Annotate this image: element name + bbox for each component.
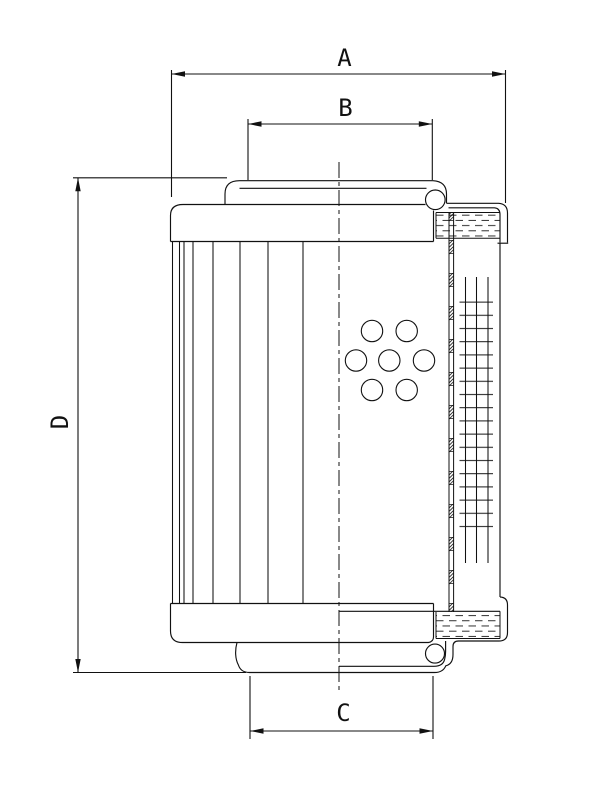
bottom-end-cap xyxy=(169,602,500,644)
dimension-b xyxy=(247,119,433,180)
outer-shell-top-band xyxy=(446,202,509,244)
dim-c-label: C xyxy=(336,699,350,727)
core-tube-walls xyxy=(448,212,455,612)
dim-d-arrow-top xyxy=(75,177,81,192)
core-tube xyxy=(448,212,455,612)
dim-c-arrow-right xyxy=(419,728,433,734)
bottom-gasket-borders xyxy=(435,611,501,639)
dimension-d xyxy=(73,177,246,674)
bottom-spigot xyxy=(235,641,447,674)
shell-bottom-outer xyxy=(434,596,509,674)
top-gasket-borders xyxy=(435,212,500,239)
dimension-a xyxy=(170,70,507,203)
top-cap-left-and-top xyxy=(169,203,426,242)
spigot-inner xyxy=(339,641,447,667)
shell-top-outer xyxy=(446,202,509,243)
dim-b-arrow-left xyxy=(248,121,262,127)
hole xyxy=(412,349,436,372)
dim-a-label: A xyxy=(337,44,352,72)
top-collar xyxy=(224,180,448,205)
dimension-c xyxy=(249,676,434,739)
hole xyxy=(360,378,384,402)
dim-c-arrow-left xyxy=(250,728,264,734)
hole xyxy=(344,349,368,372)
pleated-media xyxy=(171,242,304,604)
dim-b-extension-lines xyxy=(247,119,433,180)
hole xyxy=(378,349,401,372)
mesh-vertical-wires xyxy=(464,277,489,563)
top-collar-outer xyxy=(224,180,448,205)
dim-a-arrow-right xyxy=(492,71,506,77)
dim-d-label: D xyxy=(46,415,74,429)
hole xyxy=(395,378,418,402)
core-tube-segments xyxy=(449,212,454,612)
top-adhesive-gasket xyxy=(435,212,500,239)
dim-a-extension-lines xyxy=(170,70,507,203)
shell-top-inner xyxy=(448,207,501,243)
hole xyxy=(360,319,384,343)
bottom-oring xyxy=(424,643,446,664)
dim-d-extension-lines xyxy=(73,177,246,674)
bottom-adhesive-gasket xyxy=(435,611,501,639)
spigot-outer xyxy=(235,642,435,674)
dim-b-arrow-right xyxy=(418,121,433,127)
top-oring xyxy=(424,189,446,211)
outer-shell-bottom-band xyxy=(434,596,509,674)
top-end-cap xyxy=(169,203,435,243)
dim-d-arrow-bottom xyxy=(75,659,81,673)
dim-b-label: B xyxy=(338,94,352,122)
support-mesh xyxy=(459,277,493,563)
perforation-holes xyxy=(344,319,436,402)
bottom-cap-left-edge xyxy=(169,603,435,644)
hole xyxy=(395,319,418,343)
bottom-gasket-fill xyxy=(436,612,500,638)
top-gasket-fill xyxy=(436,213,500,238)
dim-a-arrow-left xyxy=(171,71,185,77)
dim-c-extension-lines xyxy=(249,676,434,739)
